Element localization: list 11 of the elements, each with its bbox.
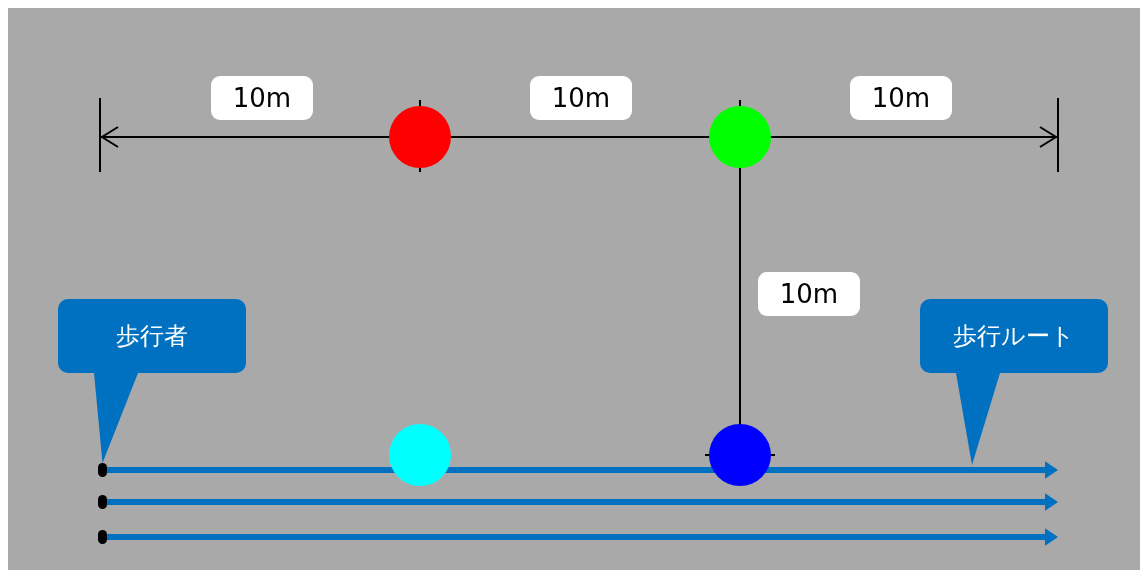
dimension-label: 10m — [211, 76, 313, 120]
callout-pointer — [956, 373, 1000, 465]
dimension-label: 10m — [850, 76, 952, 120]
dimension-label: 10m — [758, 272, 860, 316]
callout-pointer — [94, 373, 138, 463]
route-arrow — [107, 493, 1058, 511]
dimension-label: 10m — [530, 76, 632, 120]
route-arrow — [107, 461, 1058, 479]
callout-text: 歩行ルート — [953, 324, 1075, 348]
callout-text: 歩行者 — [116, 324, 188, 348]
route-arrow — [107, 528, 1058, 546]
